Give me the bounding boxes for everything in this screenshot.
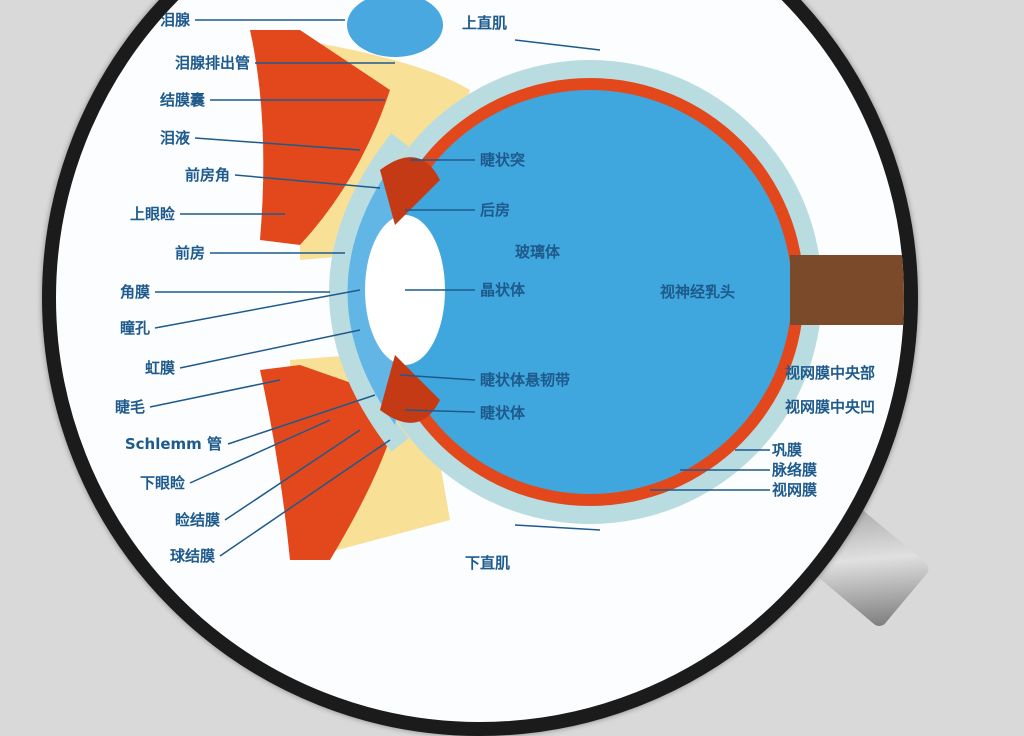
label-vitreous: 玻璃体	[515, 243, 561, 261]
lower-eyelid	[260, 365, 400, 560]
label-pupil: 瞳孔	[120, 319, 150, 337]
label-superior-rectus: 上直肌	[462, 14, 507, 32]
label-choroid: 脉络膜	[771, 461, 817, 479]
vitreous-body	[388, 90, 792, 494]
label-zonule: 睫状体悬韧带	[480, 371, 570, 389]
eye-anatomy-diagram: 泪腺 泪腺排出管 结膜囊 泪液 前房角 上眼睑 前房 角膜 瞳孔 虹膜 睫毛 S…	[115, 0, 904, 572]
label-fovea: 视网膜中央凹	[785, 398, 875, 416]
label-cornea: 角膜	[120, 283, 150, 301]
label-macula: 视网膜中央部	[785, 364, 875, 382]
label-palpebral-conjunctiva: 睑结膜	[175, 511, 220, 529]
label-lens: 晶状体	[480, 281, 526, 299]
label-tears: 泪液	[160, 129, 191, 147]
lacrimal-gland	[347, 0, 443, 57]
label-ciliary-process: 睫状突	[480, 151, 525, 169]
magnifying-glass: 泪腺 泪腺排出管 结膜囊 泪液 前房角 上眼睑 前房 角膜 瞳孔 虹膜 睫毛 S…	[42, 0, 918, 736]
label-upper-eyelid: 上眼睑	[130, 205, 175, 223]
label-lacrimal-duct: 泪腺排出管	[175, 54, 250, 72]
label-inferior-rectus: 下直肌	[465, 554, 510, 572]
optic-nerve	[790, 255, 904, 325]
label-ciliary-body: 睫状体	[480, 404, 526, 422]
upper-eyelid	[250, 30, 390, 245]
label-conjunctival-sac: 结膜囊	[160, 91, 206, 109]
label-lower-eyelid: 下眼睑	[140, 474, 185, 492]
label-retina: 视网膜	[772, 481, 817, 499]
label-posterior-chamber: 后房	[480, 201, 510, 219]
label-anterior-chamber-angle: 前房角	[185, 166, 230, 184]
label-anterior-chamber: 前房	[175, 244, 205, 262]
label-bulbar-conjunctiva: 球结膜	[170, 547, 215, 565]
label-eyelash: 睫毛	[115, 398, 145, 416]
label-optic-disc: 视神经乳头	[660, 283, 735, 301]
label-iris: 虹膜	[145, 359, 175, 377]
label-schlemm-canal: Schlemm 管	[125, 435, 222, 453]
label-sclera: 巩膜	[772, 441, 802, 459]
label-lacrimal-gland: 泪腺	[160, 11, 191, 29]
